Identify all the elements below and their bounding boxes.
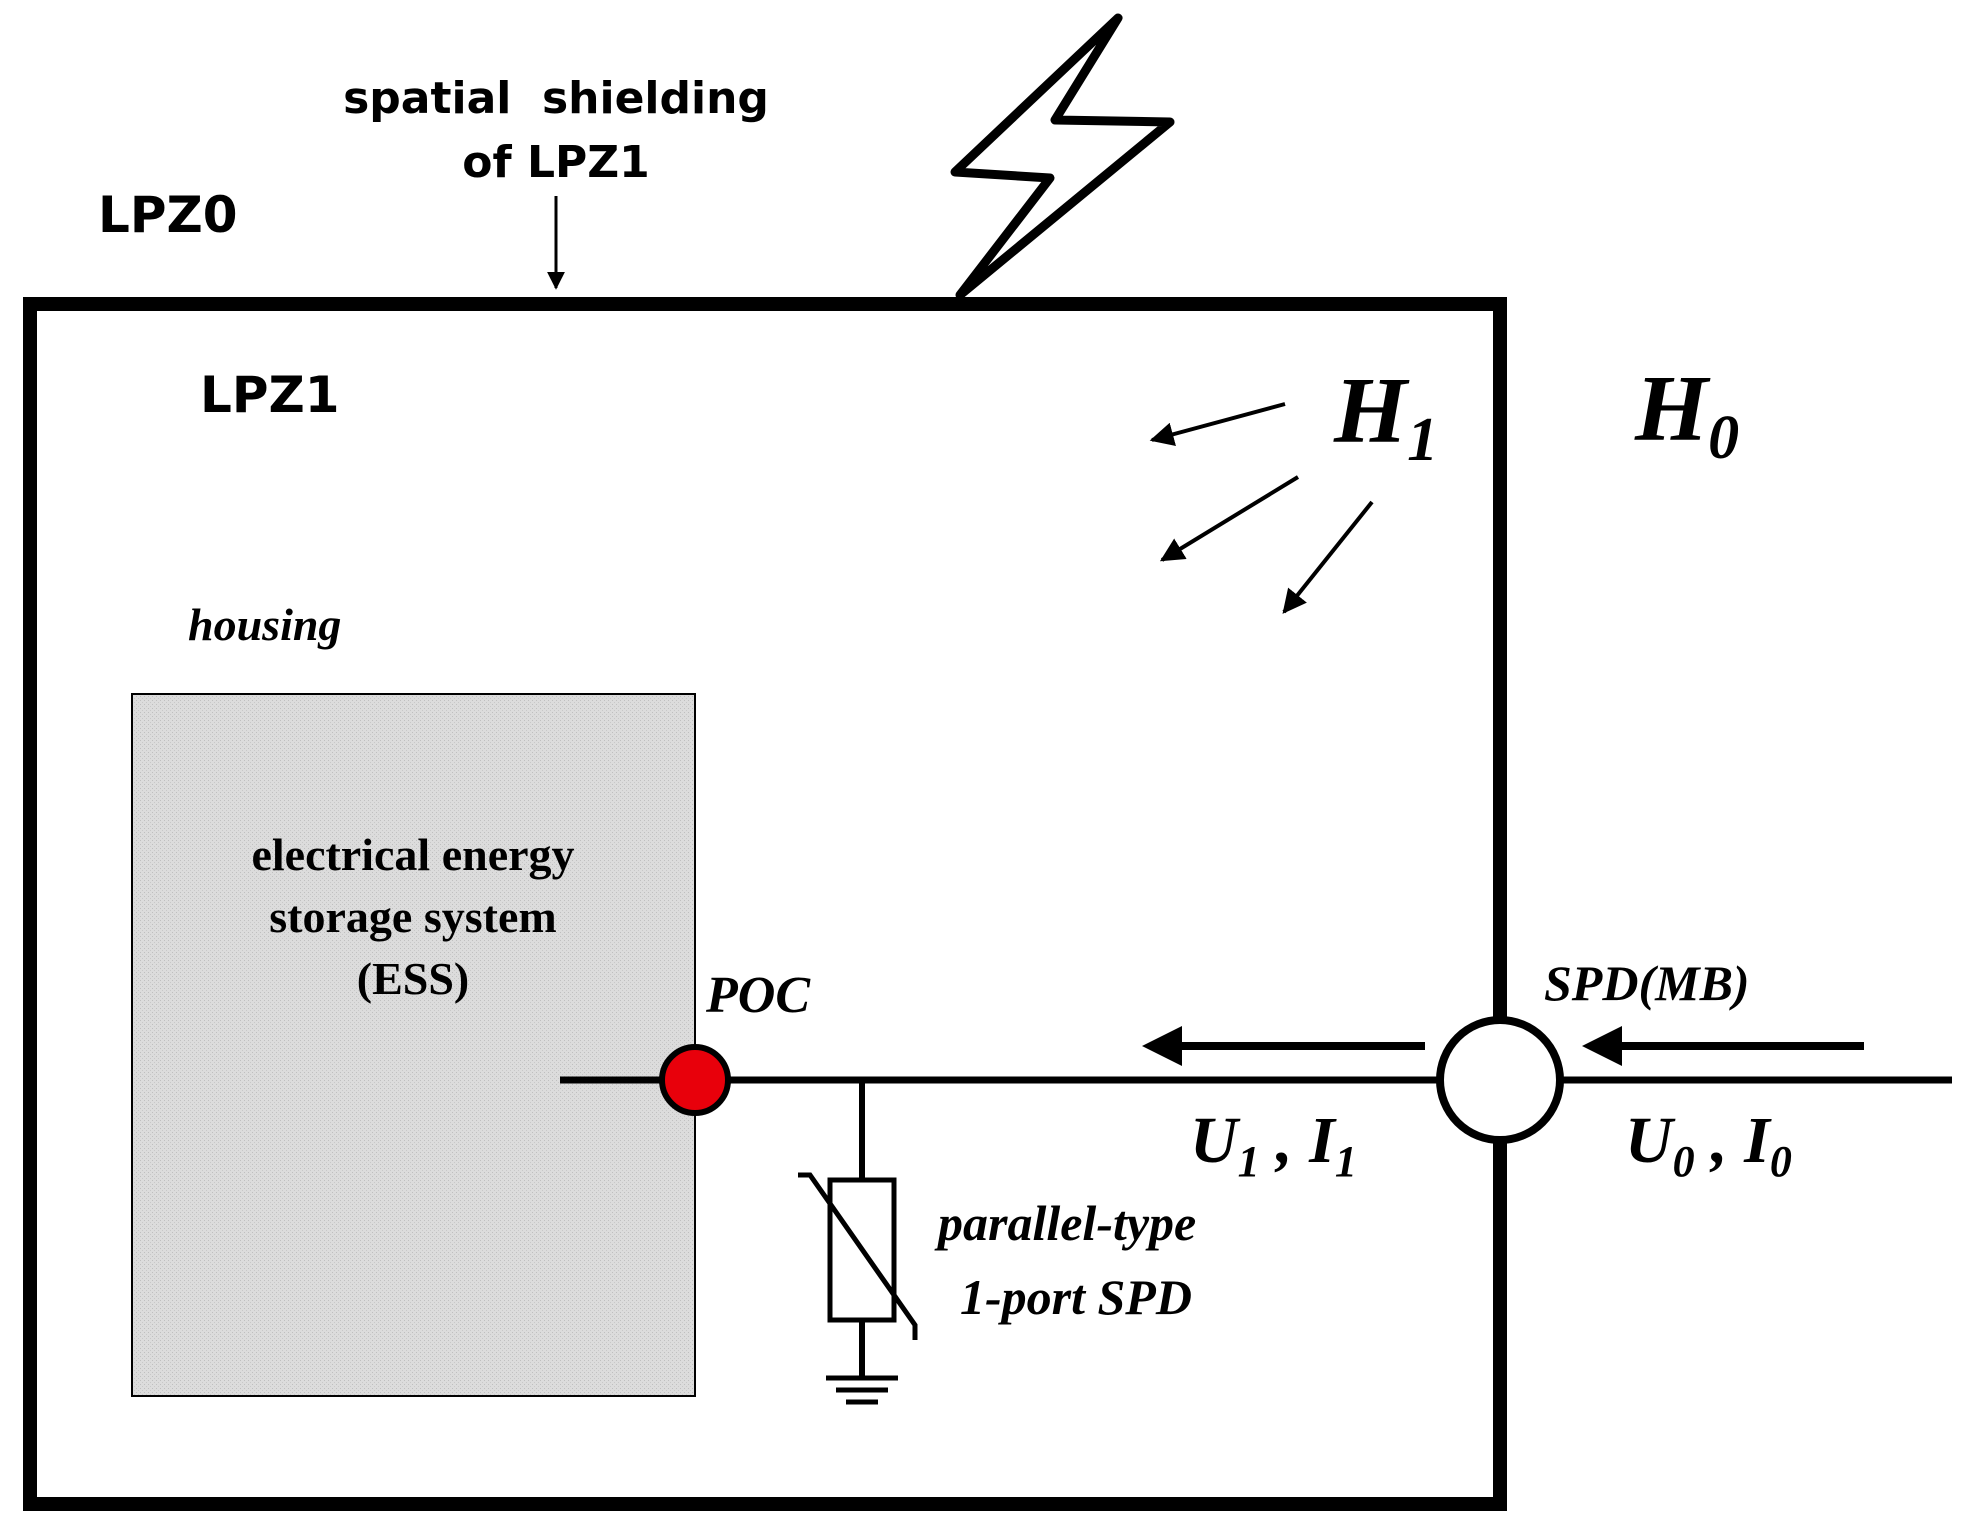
ess-label-line2: storage system [269,891,556,942]
h1-sub: 1 [1407,406,1438,474]
parallel-spd-label-line2: 1-port SPD [960,1269,1192,1325]
h0-sub: 0 [1708,404,1739,472]
parallel-spd-label-line1: parallel-type [934,1195,1196,1251]
ground-icon [826,1375,898,1405]
poc-label: POC [705,967,811,1024]
h0-field-label: H0 [1634,357,1739,472]
u0-sub: 0 [1673,1137,1695,1186]
u1-sub: 1 [1238,1137,1260,1186]
lpz0-label: LPZ0 [98,186,238,244]
i1-sep: , [1260,1104,1310,1177]
lpz1-label: LPZ1 [200,366,340,424]
field-arrow-1 [1149,402,1286,446]
varistor-icon [798,1080,918,1378]
i1-sub: 1 [1335,1137,1357,1186]
h1-field-label: H1 [1333,359,1438,474]
lightning-bolt-icon [950,13,1175,300]
i1-main: I [1308,1104,1337,1177]
lpz1-shield-boundary [23,297,1507,1511]
ess-label-line3: (ESS) [357,953,469,1004]
u0-i0-label: U0 , I0 [1625,1104,1792,1186]
u0-main: U [1625,1104,1676,1177]
shielding-label-line1: spatial shielding [343,73,769,124]
u1-main: U [1190,1104,1241,1177]
i0-sep: , [1695,1104,1745,1177]
u1-i1-label: U1 , I1 [1190,1104,1357,1186]
spd-mb-label: SPD(MB) [1544,955,1750,1011]
h0-main: H [1634,357,1711,461]
spd-mb-symbol [1436,1016,1564,1144]
i0-sub: 0 [1770,1137,1792,1186]
h1-main: H [1333,359,1410,463]
poc-point [659,1044,731,1116]
field-arrow-2 [1159,475,1300,562]
shielding-label-line2: of LPZ1 [462,137,650,188]
housing-label: housing [188,599,341,650]
i0-main: I [1743,1104,1772,1177]
field-arrow-3 [1282,500,1374,614]
ess-label-line1: electrical energy [251,829,574,880]
ess-housing [131,693,696,1397]
